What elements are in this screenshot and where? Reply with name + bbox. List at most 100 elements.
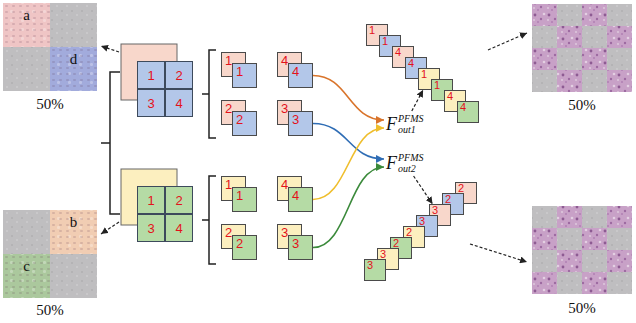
patch-letter: c <box>23 258 30 275</box>
patch-square: 3 <box>288 235 313 260</box>
patch-letter: b <box>70 214 78 231</box>
patch-square: 1 <box>232 63 257 88</box>
patch-letter: d <box>70 51 78 68</box>
patch-number: 1 <box>147 68 154 83</box>
grid-cell: 4 <box>165 89 193 117</box>
patch-number: 4 <box>460 101 466 113</box>
masked-patch <box>50 3 97 47</box>
flow-arrow <box>313 76 384 121</box>
grid-cell: 4 <box>165 214 193 242</box>
formula-subscript: out1 <box>398 124 424 135</box>
patch-number: 1 <box>147 193 154 208</box>
patch-number: 1 <box>421 68 427 80</box>
percentage-label: 50% <box>568 300 596 317</box>
tissue-patch <box>532 48 557 70</box>
patch-letter: a <box>23 7 30 24</box>
image-patch: b <box>50 210 97 254</box>
dashed-arrow <box>101 222 119 234</box>
tissue-patch <box>607 70 632 92</box>
flow-arrow <box>313 124 384 160</box>
dashed-arrow <box>470 244 527 262</box>
dashed-arrow <box>412 90 423 111</box>
script-stack: out1PFMS <box>398 113 424 135</box>
patch-number: 4 <box>395 46 401 58</box>
dashed-arrow <box>488 33 527 50</box>
patch-square: 4 <box>288 187 313 212</box>
formula-subscript: out2 <box>398 163 424 174</box>
tissue-patch <box>557 250 582 272</box>
formula-symbol: F <box>386 114 397 134</box>
formula-superscript: PFMS <box>398 152 424 163</box>
grid-cell: 1 <box>137 61 165 89</box>
patch-number: 3 <box>292 112 299 127</box>
tissue-patch <box>582 48 607 70</box>
feature-label: Fout2PFMS <box>384 150 426 176</box>
patch-number: 2 <box>175 68 182 83</box>
bracket <box>202 50 216 138</box>
percentage-label: 50% <box>36 96 64 113</box>
patch-number: 4 <box>175 96 182 111</box>
patch-square: 3 <box>288 111 313 136</box>
patch-number: 4 <box>292 64 299 79</box>
image-patch: a <box>3 3 50 47</box>
patch-number: 3 <box>147 221 154 236</box>
sequence-square: 4 <box>457 101 479 123</box>
patch-number: 3 <box>147 96 154 111</box>
sequence-square: 3 <box>364 259 386 281</box>
masked-patch <box>3 47 50 91</box>
grid-cell: 3 <box>137 89 165 117</box>
grid-cell: 3 <box>137 214 165 242</box>
percentage-label: 50% <box>568 97 596 114</box>
dashed-arrow <box>101 46 119 52</box>
feature-label: Fout1PFMS <box>384 111 426 137</box>
formula-symbol: F <box>386 153 397 173</box>
tissue-patch <box>582 228 607 250</box>
tissue-patch <box>582 272 607 294</box>
patch-square: 1 <box>232 187 257 212</box>
flow-arrow <box>313 167 384 248</box>
patch-number: 1 <box>236 188 243 203</box>
patch-number: 3 <box>292 236 299 251</box>
patch-number: 4 <box>408 57 414 69</box>
tissue-patch <box>557 206 582 228</box>
tissue-patch <box>607 206 632 228</box>
patch-number: 2 <box>175 193 182 208</box>
tissue-patch <box>557 70 582 92</box>
dashed-arrow <box>414 176 433 204</box>
patch-number: 3 <box>367 259 373 271</box>
image-patch: d <box>50 47 97 91</box>
grid-cell: 2 <box>165 61 193 89</box>
tissue-patch <box>532 4 557 26</box>
patch-number: 4 <box>175 221 182 236</box>
patch-number: 1 <box>236 64 243 79</box>
patch-number: 1 <box>382 35 388 47</box>
grid-cell: 1 <box>137 186 165 214</box>
bracket <box>202 176 216 264</box>
patch-square: 4 <box>288 63 313 88</box>
bracket <box>101 72 120 214</box>
patch-number: 1 <box>369 24 375 36</box>
flow-arrow <box>313 128 384 200</box>
formula-superscript: PFMS <box>398 113 424 124</box>
tissue-patch <box>557 26 582 48</box>
patch-number: 4 <box>447 90 453 102</box>
tissue-patch <box>532 272 557 294</box>
percentage-label: 50% <box>36 302 64 319</box>
script-stack: out2PFMS <box>398 152 424 174</box>
tissue-patch <box>607 250 632 272</box>
patch-number: 4 <box>292 188 299 203</box>
tissue-patch <box>582 4 607 26</box>
masked-patch <box>50 254 97 298</box>
patch-square: 2 <box>232 235 257 260</box>
grid-cell: 2 <box>165 186 193 214</box>
masked-image <box>532 206 632 294</box>
tissue-patch <box>607 26 632 48</box>
patch-square: 2 <box>232 111 257 136</box>
patch-number: 1 <box>434 79 440 91</box>
patch-number: 2 <box>236 236 243 251</box>
tissue-patch <box>532 228 557 250</box>
image-patch: c <box>3 254 50 298</box>
patch-number: 2 <box>236 112 243 127</box>
masked-patch <box>3 210 50 254</box>
masked-image <box>532 4 632 92</box>
